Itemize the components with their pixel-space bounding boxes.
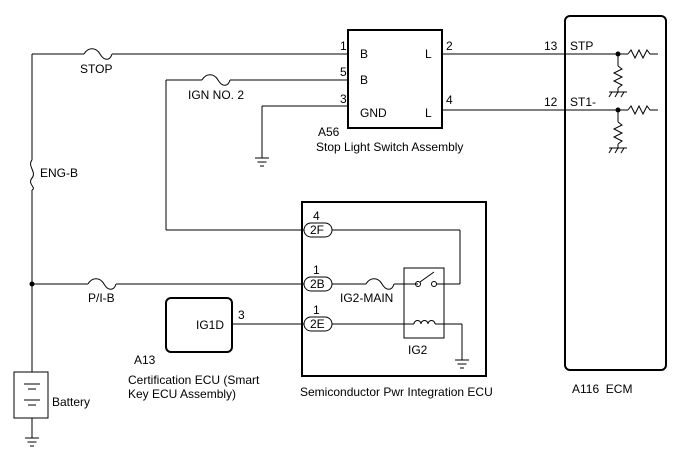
eng-b-fuse-icon bbox=[30, 159, 34, 191]
conn-2f-label: 2F bbox=[310, 223, 324, 237]
semiconductor-ecu-box bbox=[301, 201, 487, 377]
conn-2f-pin: 4 bbox=[313, 209, 320, 223]
relay-coil-icon bbox=[413, 320, 436, 325]
ign-no2-fuse-label: IGN NO. 2 bbox=[188, 88, 244, 102]
eng-b-fuse-label: ENG-B bbox=[40, 166, 78, 180]
battery-box bbox=[13, 371, 49, 419]
ecm-internal-circuit-stp bbox=[565, 48, 658, 98]
a56-term-b2: B bbox=[360, 73, 368, 87]
ground-symbol-icon bbox=[25, 437, 39, 447]
a13-name-line1: Certification ECU (Smart bbox=[128, 373, 260, 387]
pib-fuse-icon bbox=[87, 278, 117, 290]
stop-fuse-icon bbox=[83, 48, 113, 60]
a56-name: Stop Light Switch Assembly bbox=[316, 140, 463, 154]
ig2-main-fuse-icon bbox=[365, 278, 395, 290]
ecm-stp-label: STP bbox=[570, 39, 593, 53]
ecm-internal-circuit-st1 bbox=[565, 104, 658, 154]
pib-fuse-label: P/I-B bbox=[88, 291, 115, 305]
ecm-pin-13: 13 bbox=[544, 39, 558, 53]
a56-pin-5: 5 bbox=[340, 65, 347, 79]
stop-light-switch-box bbox=[347, 29, 443, 129]
conn-2e-label: 2E bbox=[310, 317, 325, 331]
a56-code: A56 bbox=[318, 125, 340, 139]
ecm-box bbox=[564, 15, 667, 371]
conn-2e-pin: 1 bbox=[313, 303, 320, 317]
semiconductor-ecu-name: Semiconductor Pwr Integration ECU bbox=[300, 385, 493, 399]
conn-2b-pin: 1 bbox=[313, 263, 320, 277]
relay-contact-left-icon bbox=[415, 281, 421, 287]
a13-name-line2: Key ECU Assembly) bbox=[128, 387, 236, 401]
a56-pin-3: 3 bbox=[340, 92, 347, 106]
a56-pin-1: 1 bbox=[340, 39, 347, 53]
relay-contact-right-icon bbox=[431, 281, 437, 287]
ground-symbol-icon bbox=[255, 157, 269, 167]
a56-term-b1: B bbox=[360, 47, 368, 61]
a56-term-l1: L bbox=[425, 47, 432, 61]
stop-fuse-label: STOP bbox=[80, 62, 112, 76]
a56-pin-4: 4 bbox=[446, 93, 453, 107]
conn-2b-label: 2B bbox=[310, 277, 325, 291]
cert-ecu-pin: 3 bbox=[238, 308, 245, 322]
a56-term-gnd: GND bbox=[360, 106, 387, 120]
ig1d-terminal-label: IG1D bbox=[196, 318, 224, 332]
certification-ecu-box bbox=[165, 297, 233, 353]
battery-label: Battery bbox=[52, 395, 90, 409]
ig2-relay-box bbox=[403, 267, 445, 339]
ecm-label: A116 ECM bbox=[572, 382, 632, 396]
a56-pin-2: 2 bbox=[446, 39, 453, 53]
relay-switch-arm-icon bbox=[419, 271, 435, 283]
ig2-relay-label: IG2 bbox=[408, 343, 428, 357]
ground-symbol-icon bbox=[455, 359, 469, 369]
ign-no2-fuse-icon bbox=[201, 74, 231, 86]
a13-code: A13 bbox=[134, 353, 156, 367]
ecm-pin-12: 12 bbox=[544, 95, 558, 109]
a56-term-l2: L bbox=[425, 106, 432, 120]
ecm-st1-label: ST1- bbox=[570, 95, 596, 109]
ig2-main-fuse-label: IG2-MAIN bbox=[340, 291, 393, 305]
battery-icon bbox=[24, 383, 40, 406]
